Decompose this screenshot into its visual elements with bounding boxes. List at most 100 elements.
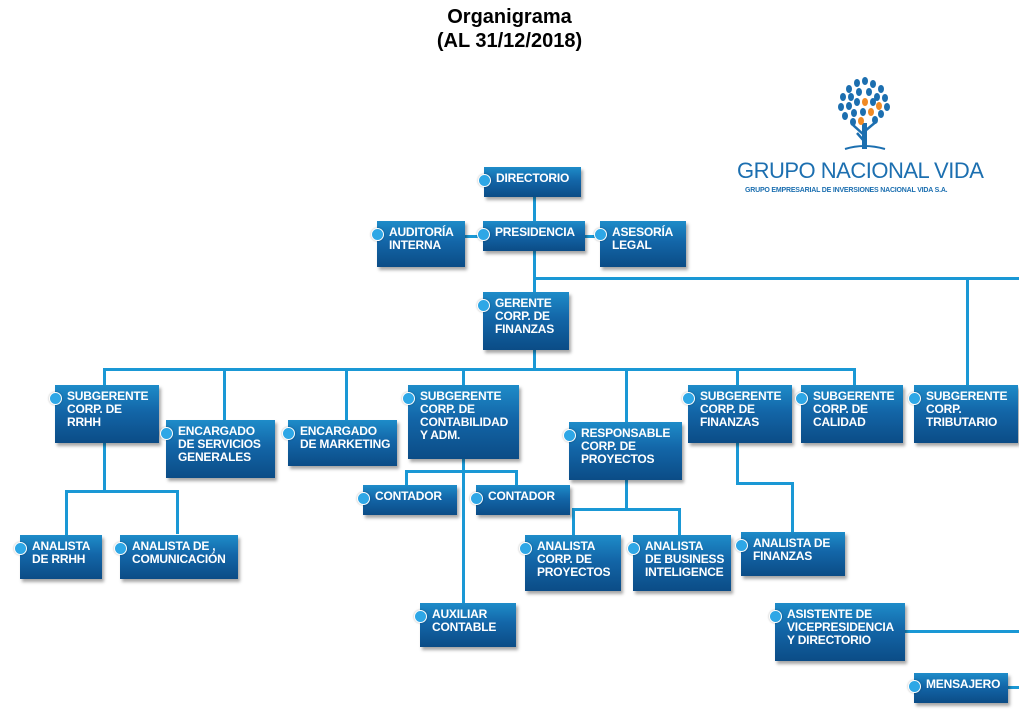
node-contador-1: CONTADOR xyxy=(357,485,457,515)
connector xyxy=(176,490,179,534)
connector xyxy=(533,277,1019,280)
connector xyxy=(462,368,465,388)
bullet-icon xyxy=(769,610,782,623)
connector xyxy=(572,508,680,511)
connector xyxy=(966,277,969,395)
node-label: CONTADOR xyxy=(488,489,555,503)
connector xyxy=(572,508,575,538)
connector xyxy=(736,440,739,484)
connector xyxy=(791,482,794,534)
node-label: ENCARGADO DE MARKETING xyxy=(300,424,391,451)
node-label: GERENTE CORP. DE FINANZAS xyxy=(495,296,555,336)
node-label: ENCARGADO DE SERVICIOS GENERALES xyxy=(178,424,261,464)
logo-subtitle: GRUPO EMPRESARIAL DE INVERSIONES NACIONA… xyxy=(745,187,948,194)
bullet-icon xyxy=(49,392,62,405)
bullet-icon xyxy=(908,392,921,405)
node-label: ASISTENTE DE VICEPRESIDENCIA Y DIRECTORI… xyxy=(787,607,895,647)
node-gerente-finanzas: GERENTE CORP. DE FINANZAS xyxy=(477,292,569,350)
bullet-icon xyxy=(14,542,27,555)
node-subgerente-calidad: SUBGERENTE CORP. DE CALIDAD xyxy=(795,385,903,443)
bullet-icon xyxy=(795,392,808,405)
node-auditoria-interna: AUDITORÍA INTERNA xyxy=(371,221,465,267)
node-label: DIRECTORIO xyxy=(496,171,570,185)
connector xyxy=(462,458,465,608)
node-label: ANALISTA DE FINANZAS xyxy=(753,536,831,563)
bullet-icon xyxy=(563,429,576,442)
node-label: PRESIDENCIA xyxy=(495,225,575,239)
node-encargado-servicios: ENCARGADO DE SERVICIOS GENERALES xyxy=(160,420,275,478)
node-label: CONTADOR xyxy=(375,489,442,503)
bullet-icon xyxy=(519,542,532,555)
connector xyxy=(345,368,348,420)
node-contador-2: CONTADOR xyxy=(470,485,570,515)
logo-name: GRUPO NACIONAL VIDA xyxy=(737,158,984,183)
bullet-icon xyxy=(160,427,173,440)
page-subtitle: (AL 31/12/2018) xyxy=(436,30,583,52)
connector xyxy=(223,368,226,420)
connector xyxy=(625,368,628,424)
node-label: SUBGERENTE CORP. TRIBUTARIO xyxy=(926,389,1008,429)
node-label: AUXILIAR CONTABLE xyxy=(432,607,497,634)
node-label: SUBGERENTE CORP. DE RRHH xyxy=(67,389,149,429)
page-title: Organigrama xyxy=(447,6,572,28)
node-label: ANALISTA DE , COMUNICACIÓN xyxy=(132,539,226,566)
node-label: SUBGERENTE CORP. DE CALIDAD xyxy=(813,389,895,429)
bullet-icon xyxy=(371,228,384,241)
node-analista-proyectos: ANALISTA CORP. DE PROYECTOS xyxy=(519,535,621,591)
node-analista-rrhh: ANALISTA DE RRHH xyxy=(14,535,102,579)
connector xyxy=(65,490,178,493)
connector xyxy=(1008,686,1019,689)
connector xyxy=(736,368,739,392)
bullet-icon xyxy=(414,610,427,623)
bullet-icon xyxy=(478,174,491,187)
bullet-icon xyxy=(594,228,607,241)
node-label: AUDITORÍA INTERNA xyxy=(389,225,454,252)
connector xyxy=(736,482,794,485)
bullet-icon xyxy=(627,542,640,555)
node-label: RESPONSABLE CORP. DE PROYECTOS xyxy=(581,426,671,466)
node-label: SUBGERENTE CORP. DE CONTABILIDAD Y ADM. xyxy=(420,389,509,442)
bullet-icon xyxy=(682,392,695,405)
connector xyxy=(65,490,68,540)
node-label: ANALISTA CORP. DE PROYECTOS xyxy=(537,539,611,579)
node-label: ANALISTA DE BUSINESS INTELIGENCE xyxy=(645,539,725,579)
bullet-icon xyxy=(114,542,127,555)
connector xyxy=(853,368,856,392)
node-mensajero: MENSAJERO xyxy=(908,673,1008,703)
connector xyxy=(103,440,106,492)
node-directorio: DIRECTORIO xyxy=(478,167,581,197)
bullet-icon xyxy=(402,392,415,405)
node-subgerente-rrhh: SUBGERENTE CORP. DE RRHH xyxy=(49,385,159,443)
connector xyxy=(405,470,408,488)
node-subgerente-contabilidad: SUBGERENTE CORP. DE CONTABILIDAD Y ADM. xyxy=(402,385,519,459)
bullet-icon xyxy=(477,299,490,312)
node-analista-business-intelligence: ANALISTA DE BUSINESS INTELIGENCE xyxy=(627,535,731,591)
bullet-icon xyxy=(357,492,370,505)
connector xyxy=(103,368,106,392)
connector xyxy=(533,348,536,370)
node-label: ANALISTA DE RRHH xyxy=(32,539,91,566)
connector xyxy=(405,470,517,473)
node-encargado-marketing: ENCARGADO DE MARKETING xyxy=(282,420,397,466)
node-analista-comunicacion: ANALISTA DE , COMUNICACIÓN xyxy=(114,535,238,579)
connector xyxy=(625,478,628,510)
node-analista-finanzas: ANALISTA DE FINANZAS xyxy=(735,532,845,576)
bullet-icon xyxy=(470,492,483,505)
connector xyxy=(103,368,856,371)
grupo-nacional-vida-logo: GRUPO NACIONAL VIDA GRUPO EMPRESARIAL DE… xyxy=(737,75,997,205)
node-asistente-vicepresidencia: ASISTENTE DE VICEPRESIDENCIA Y DIRECTORI… xyxy=(769,603,905,661)
bullet-icon xyxy=(477,228,490,241)
bullet-icon xyxy=(735,539,748,552)
node-auxiliar-contable: AUXILIAR CONTABLE xyxy=(414,603,516,647)
node-presidencia: PRESIDENCIA xyxy=(477,221,585,251)
node-asesoria-legal: ASESORÍA LEGAL xyxy=(594,221,686,267)
connector xyxy=(905,630,1019,633)
connector xyxy=(515,470,518,488)
tree-icon xyxy=(838,77,890,150)
node-responsable-proyectos: RESPONSABLE CORP. DE PROYECTOS xyxy=(563,422,682,480)
node-subgerente-tributario: SUBGERENTE CORP. TRIBUTARIO xyxy=(908,385,1018,443)
node-label: SUBGERENTE CORP. DE FINANZAS xyxy=(700,389,782,429)
node-label: MENSAJERO xyxy=(926,677,1001,691)
node-label: ASESORÍA LEGAL xyxy=(612,225,674,252)
bullet-icon xyxy=(908,680,921,693)
